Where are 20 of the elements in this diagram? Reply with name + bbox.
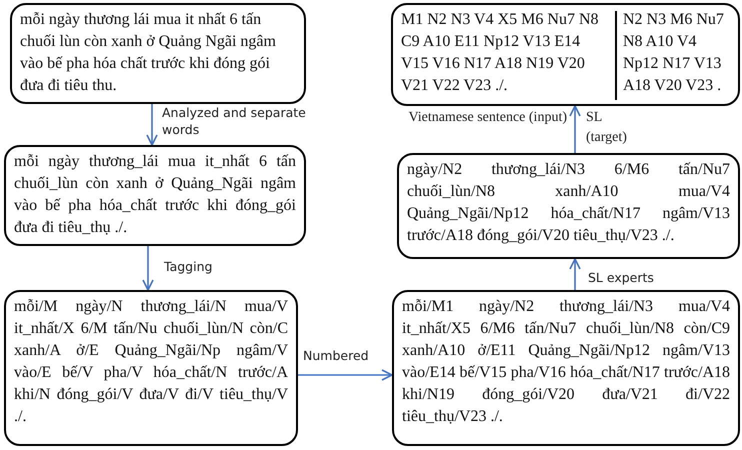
rounded-box (4, 145, 306, 246)
arrow (298, 369, 393, 381)
tag-sequence: N2 N3 M6 Nu7 N8 A10 V4 Np12 N17 V13 A18 V20 V23 . (623, 10, 725, 96)
arrow (146, 104, 158, 146)
sentence-text: mỗi ngày thương lái mua it nhất 6 tấn chuối lùn còn xanh ở Quảng Ngãi ngâm vào bế pha hóa chất trước khi đóng gói đưa đi tiêu thu. (20, 10, 277, 96)
sentence-text: mỗi/M1 ngày/N2 thương_lái/N3 mua/V4 it_nhất/X5 6/M6 tấn/Nu7 chuối_lùn/N8 còn/C9 xanh/A10 ở/E11 Quảng_Ngãi/Np12 ngâm/V13 vào/E14 bế/V15 pha/V16 hóa_chất/N17 trước/A18 khi/N19 đóng_gói/V20 đưa/V21 đi/V22 tiêu_thụ/V23 ./. (402, 297, 730, 427)
annotation-text: Vietnamese sentence (input) (407, 109, 567, 127)
rounded-box (10, 3, 306, 104)
arrow (569, 258, 581, 290)
rounded-box (397, 153, 740, 259)
annotation-text: SL (target) (586, 109, 628, 147)
sentence-text: ngày/N2 thương_lái/N3 6/M6 tấn/Nu7 chuối_lùn/N8 xanh/A10 mua/V4 Quảng_Ngãi/Np12 hóa_chất/N17 ngâm/V13 trước/A18 đóng_gói/V20 tiêu_thụ/V23 ./. (407, 160, 730, 246)
arrow (142, 246, 154, 291)
rounded-box (4, 290, 298, 446)
rounded-box (392, 290, 740, 446)
sentence-text: mỗi/M ngày/N thương_lái/N mua/V it_nhất/X 6/M tấn/Nu chuối_lùn/N còn/C xanh/A ở/E Quảng_Ngãi/Np ngâm/V vào/E bế/V pha/V hóa_chất/N trước/A khi/N đóng_gói/V đưa/V đi/V tiêu_thụ/V ./. (14, 297, 288, 427)
rounded-box (391, 3, 740, 106)
sentence-text: mỗi ngày thương_lái mua it_nhất 6 tấn chuối_lùn còn xanh ở Quảng_Ngãi ngâm vào bế pha hóa_chất trước khi đóng_gói đưa đi tiêu_thụ ./. (14, 152, 296, 238)
arrow (569, 105, 581, 153)
tag-sequence: M1 N2 N3 V4 X5 M6 Nu7 N8 C9 A10 E11 Np12 V13 E14 V15 V16 N17 A18 N19 V20 V21 V22 V23 ./. (401, 10, 600, 96)
